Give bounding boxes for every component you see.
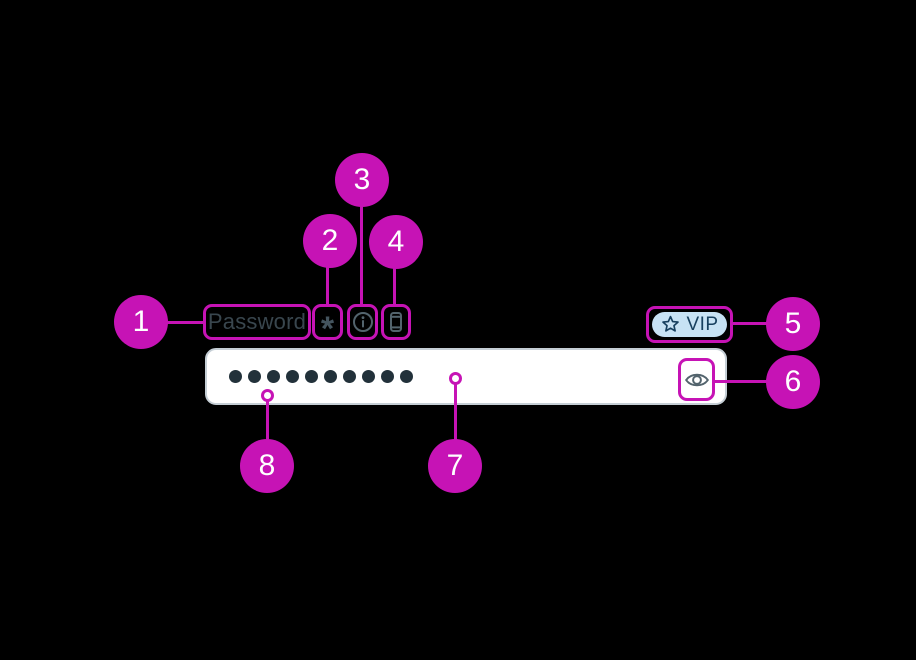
password-dot — [305, 370, 318, 383]
mobile-icon-highlight — [381, 304, 411, 340]
vip-badge-highlight: VIP — [646, 306, 733, 343]
required-indicator-highlight: * — [312, 304, 343, 346]
callout-6: 6 — [766, 355, 820, 409]
connector-line-3 — [360, 205, 363, 305]
connector-line-7 — [454, 382, 457, 440]
vip-badge-label: VIP — [686, 313, 719, 335]
password-dot — [267, 370, 280, 383]
password-dot — [229, 370, 242, 383]
password-dot — [400, 370, 413, 383]
callout-5: 5 — [766, 297, 820, 351]
password-dot — [381, 370, 394, 383]
password-input[interactable] — [205, 348, 727, 405]
info-icon[interactable] — [351, 310, 375, 334]
mobile-icon — [384, 310, 408, 334]
eye-icon — [684, 367, 710, 393]
field-label-highlight: Password — [203, 304, 311, 340]
callout-1: 1 — [114, 295, 168, 349]
password-visibility-toggle[interactable] — [678, 358, 715, 401]
password-dot — [343, 370, 356, 383]
vip-badge: VIP — [652, 312, 727, 337]
info-icon-highlight — [347, 304, 378, 340]
connector-line-4 — [393, 267, 396, 305]
connector-line-5 — [732, 322, 768, 325]
connector-line-1 — [166, 321, 204, 324]
field-label: Password — [207, 309, 307, 334]
password-dot — [324, 370, 337, 383]
connector-line-6 — [714, 380, 768, 383]
callout-2: 2 — [303, 214, 357, 268]
callout-4: 4 — [369, 215, 423, 269]
callout-7: 7 — [428, 439, 482, 493]
callout-8: 8 — [240, 439, 294, 493]
connector-line-2 — [326, 266, 329, 305]
password-dot — [248, 370, 261, 383]
connector-line-8 — [266, 399, 269, 440]
callout-3: 3 — [335, 153, 389, 207]
password-dot — [362, 370, 375, 383]
target-marker-7 — [449, 372, 462, 385]
star-icon — [660, 314, 681, 335]
password-dot — [286, 370, 299, 383]
masked-value — [229, 350, 413, 403]
target-marker-8 — [261, 389, 274, 402]
